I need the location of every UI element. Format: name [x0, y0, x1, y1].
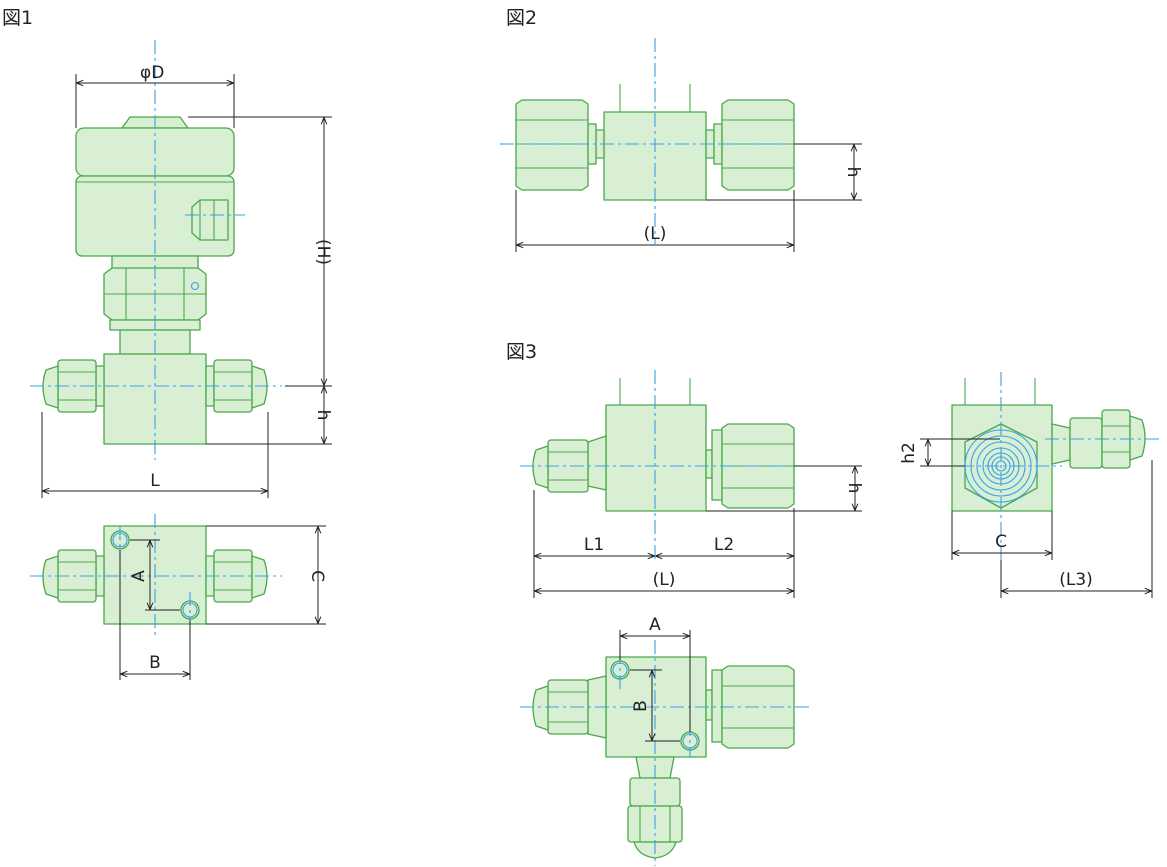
- figure-1: 図1: [2, 7, 333, 680]
- figure-1-front-view: φD (H) h L: [30, 40, 333, 498]
- dimension-h-total-label: (H): [313, 239, 333, 265]
- dimension-b-label: B: [149, 653, 161, 673]
- fig3-dimension-l2-label: L2: [714, 535, 734, 555]
- figure-1-title: 図1: [2, 7, 33, 29]
- fig2-dimension-h-label: h: [843, 167, 863, 178]
- figure-2-title: 図2: [506, 7, 537, 29]
- figure-1-bottom-view: A C B: [30, 514, 327, 680]
- figure-3-title: 図3: [506, 341, 537, 363]
- figure-3: 図3 h: [506, 341, 1160, 866]
- fig3-dimension-h2-label: h2: [899, 442, 919, 464]
- figure-3-front-view: h L1 L2 (L): [520, 370, 864, 598]
- fig3-dimension-b-label: B: [631, 700, 651, 712]
- dimension-c-label: C: [307, 570, 327, 582]
- figure-3-bottom-view: A B: [520, 615, 812, 866]
- fig2-dimension-l-label: (L): [644, 224, 667, 244]
- fig3-dimension-l3-label: (L3): [1059, 570, 1093, 590]
- dimension-l-label: L: [150, 471, 160, 491]
- dimension-a-label: A: [129, 570, 149, 582]
- dimension-phi-d-label: φD: [140, 63, 164, 83]
- fig3-dimension-a-label: A: [649, 615, 661, 635]
- fig3-dimension-l-label: (L): [653, 570, 676, 590]
- dimension-h-label: h: [313, 410, 333, 421]
- figure-3-side-view: h2 C (L3): [899, 372, 1160, 598]
- fig3-dimension-c-label: C: [995, 532, 1007, 552]
- figure-2: 図2 h (L): [500, 7, 863, 252]
- fig3-dimension-h-label: h: [844, 483, 864, 494]
- fig3-dimension-l1-label: L1: [584, 535, 604, 555]
